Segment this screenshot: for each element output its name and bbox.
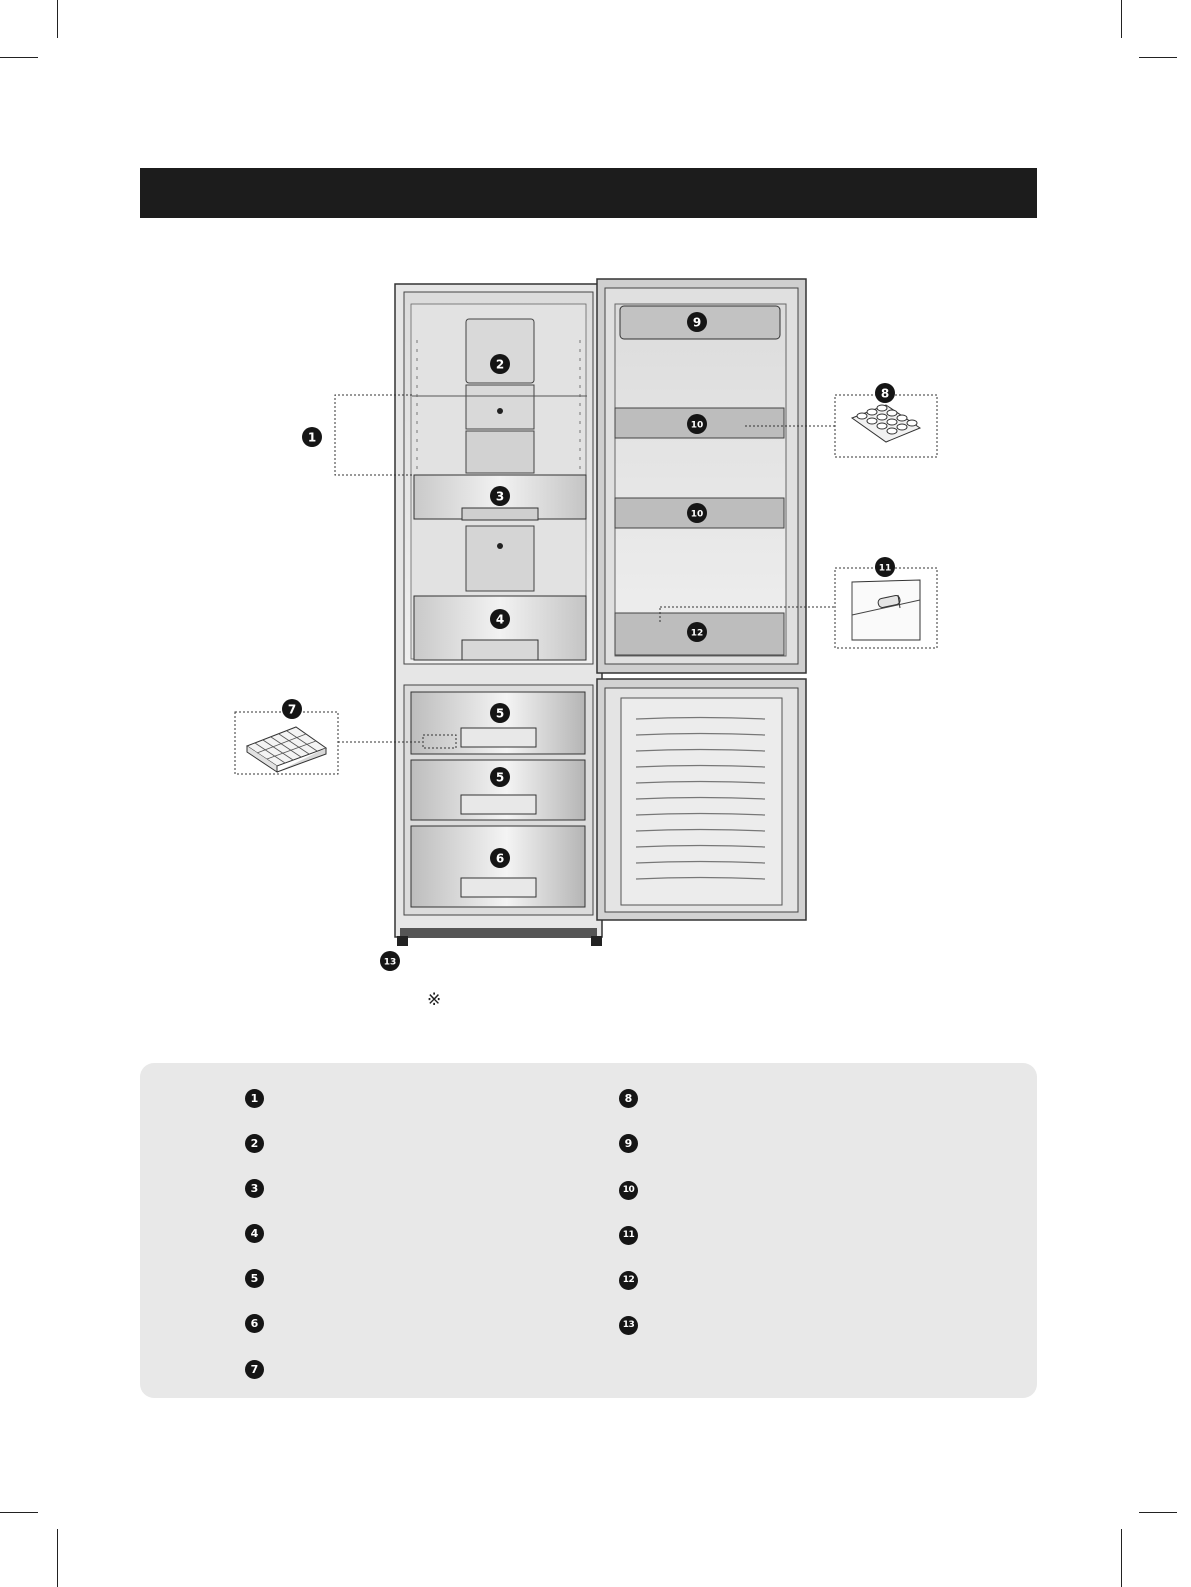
note-symbol: ※	[427, 990, 441, 1010]
svg-text:13: 13	[384, 958, 397, 968]
legend-badge-11: 11	[619, 1222, 639, 1242]
inner-compartment-lower	[466, 526, 534, 591]
crop-mark-bl-h	[0, 1512, 38, 1513]
legend-panel	[140, 1063, 1037, 1398]
callout-badge-10b: 10	[687, 503, 707, 523]
callout-badge-2: 2	[490, 354, 510, 374]
callout-badge-5b: 5	[490, 767, 510, 787]
legend-badge-12: 12	[619, 1267, 639, 1287]
legend-badge-4: 4	[245, 1222, 265, 1242]
ice-tray-illustration	[247, 727, 326, 772]
callout-badge-12: 12	[687, 622, 707, 642]
callout-badge-10a: 10	[687, 414, 707, 434]
legend-badge-7: 7	[245, 1358, 265, 1378]
crop-mark-br-h	[1139, 1512, 1177, 1513]
svg-text:12: 12	[691, 629, 704, 639]
legend-badge-9: 9	[619, 1132, 639, 1152]
svg-text:3: 3	[496, 490, 504, 504]
svg-text:4: 4	[496, 613, 504, 627]
legend-badge-2: 2	[245, 1132, 265, 1152]
legend-badge-8: 8	[619, 1087, 639, 1107]
svg-text:1: 1	[308, 431, 316, 445]
svg-text:10: 10	[691, 421, 704, 431]
callout-badge-4: 4	[490, 609, 510, 629]
crop-mark-bl-v	[57, 1529, 58, 1587]
svg-text:8: 8	[881, 387, 889, 401]
legend-badge-10: 10	[619, 1177, 639, 1197]
egg-tray-illustration	[852, 405, 920, 442]
legend-badge-13: 13	[619, 1312, 639, 1332]
callout-badge-7: 7	[282, 699, 302, 719]
legend-badge-3: 3	[245, 1177, 265, 1197]
bottle-guard-illustration	[852, 580, 920, 640]
legend-badge-6: 6	[245, 1312, 265, 1332]
callout-badge-8: 8	[875, 383, 895, 403]
svg-text:7: 7	[288, 703, 296, 717]
refrigerator-door	[597, 279, 806, 673]
callout-badge-1: 1	[302, 427, 322, 447]
callout-badge-11: 11	[875, 557, 895, 577]
callout-badge-6: 6	[490, 848, 510, 868]
callout-badge-3: 3	[490, 486, 510, 506]
freezer-door	[597, 679, 806, 920]
callout-badge-5a: 5	[490, 703, 510, 723]
crop-mark-br-v	[1121, 1529, 1122, 1587]
svg-text:5: 5	[496, 771, 504, 785]
legend-badge-1: 1	[245, 1087, 265, 1107]
svg-text:9: 9	[693, 316, 701, 330]
svg-text:5: 5	[496, 707, 504, 721]
callout-badge-9: 9	[687, 312, 707, 332]
legend-badge-5: 5	[245, 1267, 265, 1287]
refrigerator-diagram: 1 2 3 4 5 5 6 7 8 9 10 10 11 12 13	[0, 0, 1191, 1060]
svg-text:10: 10	[691, 510, 704, 520]
svg-text:2: 2	[496, 358, 504, 372]
svg-text:11: 11	[879, 564, 892, 574]
callout-badge-13: 13	[380, 951, 400, 971]
svg-text:6: 6	[496, 852, 504, 866]
